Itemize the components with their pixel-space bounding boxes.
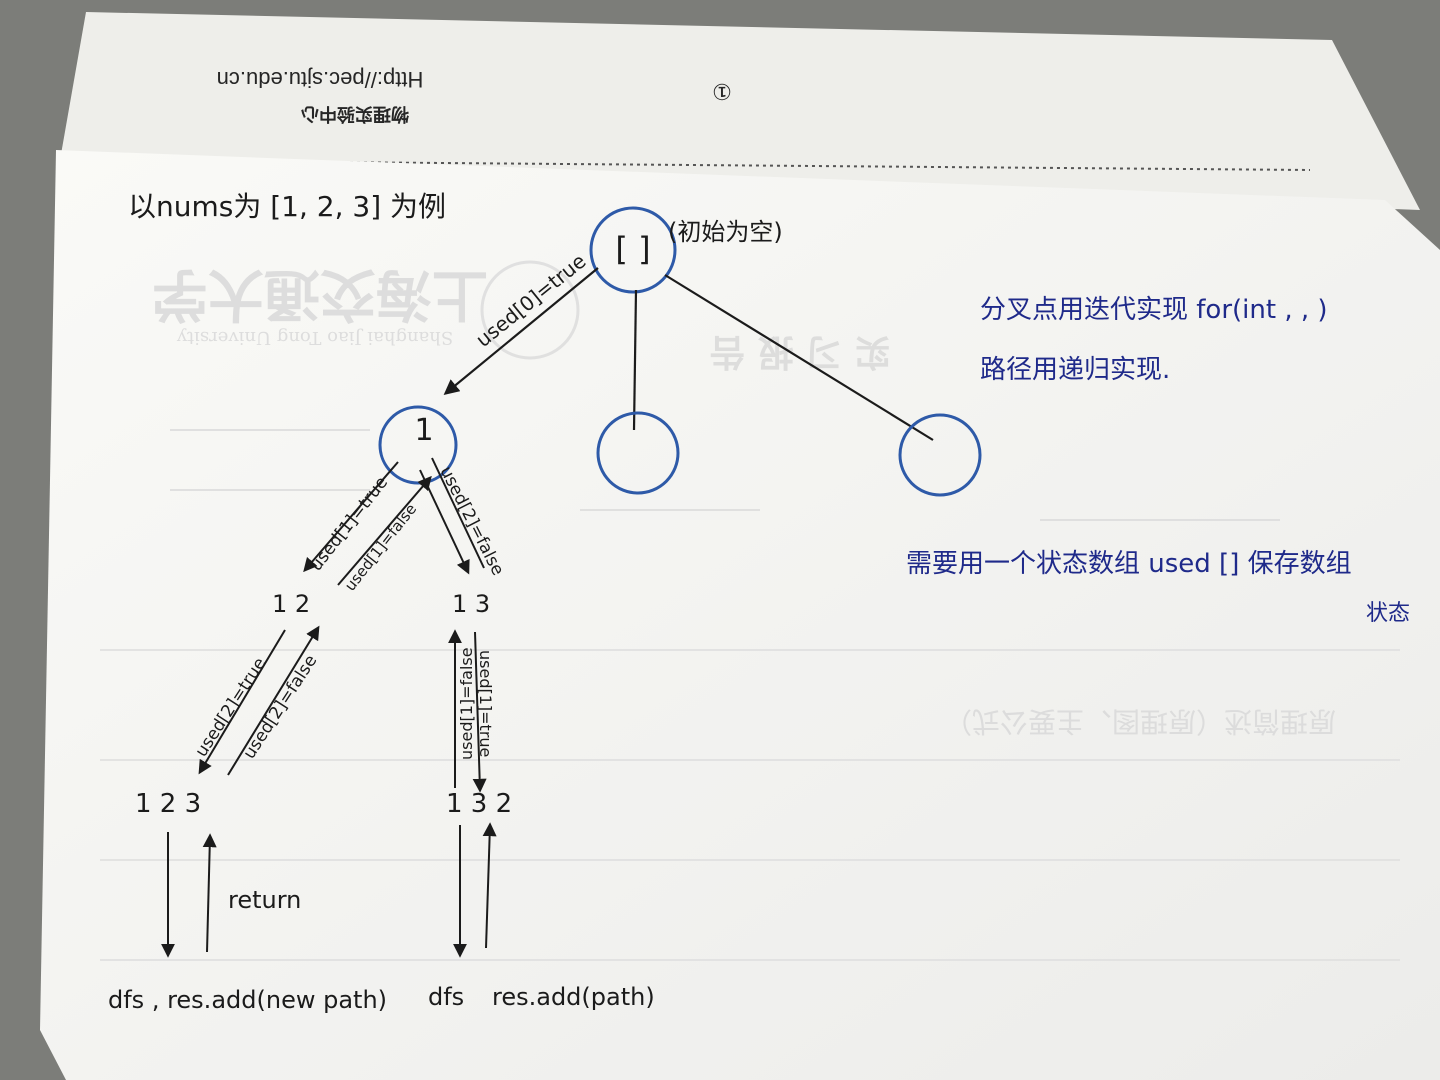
leaf-action-right-add: res.add(path) (492, 983, 655, 1011)
root-note: (初始为空) (668, 218, 783, 246)
level1-nodes: 1 (378, 405, 982, 497)
label-13-to-132-down: used[1]=false (457, 647, 476, 760)
blue-notes: 分叉点用迭代实现 for(int , , ) 路径用递归实现. 需要用一个状态数… (906, 295, 1410, 626)
node-132-label: 1 3 2 (446, 789, 512, 819)
watermark-form-title: 实 习 报 告 (709, 331, 891, 373)
edge-root-to-3 (664, 274, 934, 441)
note-line-1: 分叉点用迭代实现 for(int , , ) (980, 295, 1328, 325)
return-label: return (228, 886, 301, 914)
leaf-action-right-dfs: dfs (428, 983, 464, 1011)
front-sheet (40, 150, 1440, 1080)
form-watermark: 上海交通大学 Shanghai Jiao Tong University 实 习… (100, 260, 1400, 961)
watermark-school-cn: 上海交通大学 (152, 261, 488, 327)
node-123-label: 1 2 3 (135, 789, 201, 819)
back-url: Http://pec.sjtu.edu.cn (217, 67, 424, 92)
leaf-action-left: dfs , res.add(new path) (108, 986, 387, 1014)
node-12-label: 1 2 (272, 590, 310, 618)
note-line-4: 状态 (1366, 601, 1410, 626)
note-line-3: 需要用一个状态数组 used [] 保存数组 (906, 549, 1352, 579)
label-13-to-132-up: used[1]=true (476, 650, 495, 757)
node-2-circle (596, 411, 680, 495)
back-sheet: Http://pec.sjtu.edu.cn 物理实验中心 ① (60, 12, 1420, 210)
root-node: [ ] (初始为空) (589, 206, 783, 294)
node-3-circle (898, 413, 982, 497)
watermark-section-heading: 原理简述（原理图、主要公式） (944, 705, 1336, 738)
watermark-school-en: Shanghai Jiao Tong University (176, 327, 453, 348)
example-heading: 以nums为 [1, 2, 3] 为例 (128, 190, 446, 223)
back-center-title: 物理实验中心 (301, 104, 409, 125)
root-label: [ ] (615, 230, 650, 268)
leaf-arrows (161, 822, 497, 958)
edge-root-to-1 (443, 267, 599, 395)
node-13-label: 1 3 (452, 590, 490, 618)
back-page-number: ① (712, 79, 732, 104)
edge-root-to-2 (632, 289, 638, 431)
node-1-label: 1 (414, 413, 433, 448)
note-line-2: 路径用递归实现. (980, 355, 1170, 385)
